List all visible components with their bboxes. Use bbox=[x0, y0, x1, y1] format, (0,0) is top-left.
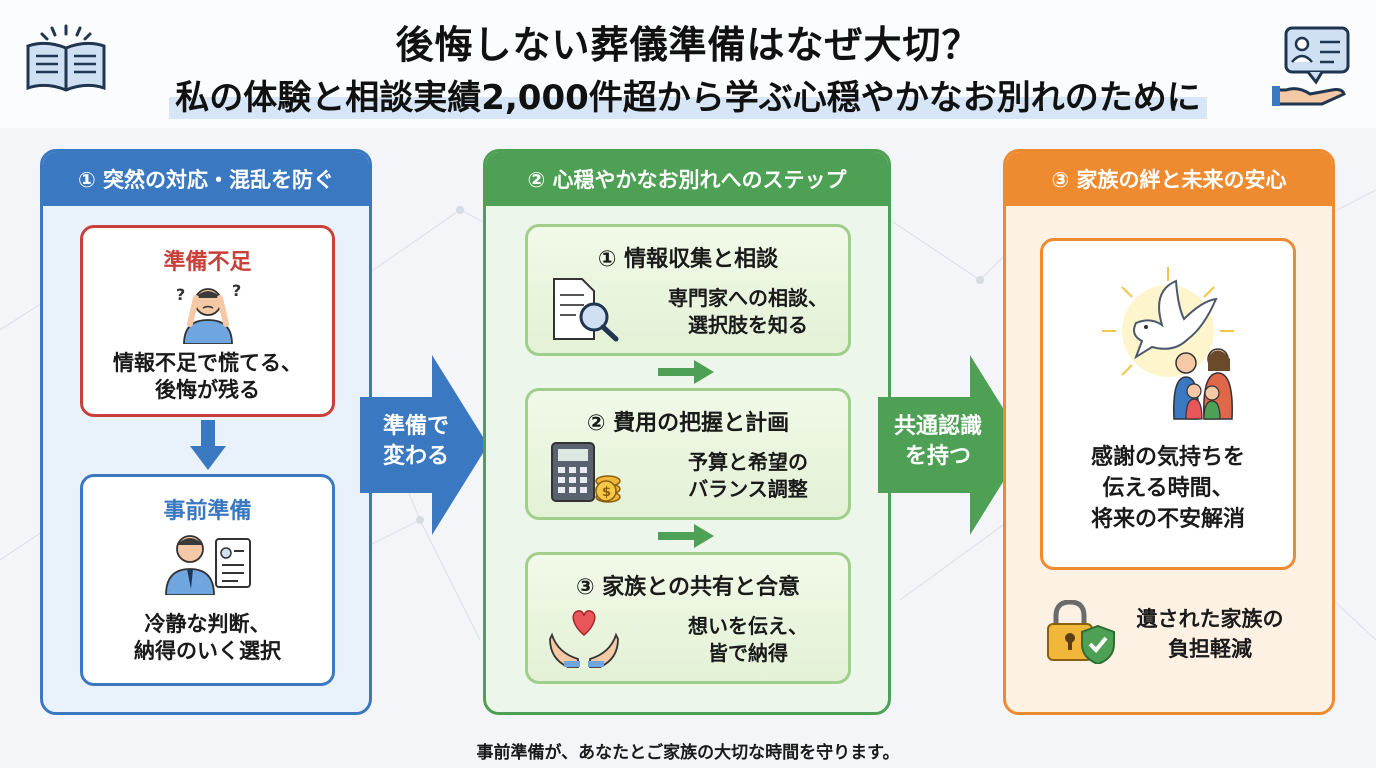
card-unprepared: 準備不足 ? ? 情報不足で慌てる、 後悔が残る bbox=[80, 225, 335, 417]
note-line: 遺された家族の bbox=[1136, 607, 1284, 631]
arrow-label-shared: 共通認識 を持つ bbox=[893, 414, 982, 469]
step-text-line: 皆で納得 bbox=[708, 641, 788, 665]
card-text-line: 後悔が残る bbox=[155, 378, 260, 403]
card-text-line: 伝える時間、 bbox=[1102, 475, 1234, 501]
step-card: ② 費用の把握と計画 $ 予算と希望の バランス調整 bbox=[525, 388, 851, 520]
step-text-line: 想いを伝え、 bbox=[688, 614, 808, 638]
card-text-line: 納得のいく選択 bbox=[134, 639, 281, 664]
step-text-line: 予算と希望の bbox=[688, 450, 808, 474]
step-text-line: バランス調整 bbox=[688, 477, 808, 501]
right-arrow-icon bbox=[658, 524, 714, 548]
svg-text:?: ? bbox=[232, 281, 241, 300]
page-title: 後悔しない葬儀準備はなぜ大切？ bbox=[395, 23, 981, 67]
document-magnifier-icon bbox=[553, 278, 619, 342]
svg-text:$: $ bbox=[602, 485, 611, 500]
panel-heading: ① 突然の対応・混乱を防ぐ bbox=[43, 152, 369, 206]
card-prepared: 事前準備 冷静な判断、 納得のいく選択 bbox=[80, 474, 335, 686]
svg-text:?: ? bbox=[176, 285, 185, 304]
advisor-with-document-icon bbox=[164, 535, 251, 595]
heart-hands-icon bbox=[549, 610, 619, 668]
right-arrow-icon bbox=[658, 360, 714, 384]
card-text-line: 情報不足で慌てる、 bbox=[113, 351, 302, 375]
card-title: 準備不足 bbox=[163, 250, 252, 275]
card-text-line: 感謝の気持ちを bbox=[1090, 445, 1245, 470]
step-title: ③ 家族との共有と合意 bbox=[575, 575, 801, 600]
card-text-line: 冷静な判断、 bbox=[144, 612, 271, 636]
bottom-note: 遺された家族の 負担軽減 bbox=[1120, 604, 1300, 665]
dove-family-icon bbox=[1102, 267, 1234, 420]
consultation-hand-icon bbox=[1272, 26, 1350, 106]
card-title: 事前準備 bbox=[163, 499, 252, 524]
arrow-label-prepare: 準備で 変わる bbox=[382, 414, 449, 469]
arrow-shared-understanding bbox=[878, 355, 1026, 535]
step-card: ③ 家族との共有と合意 想いを伝え、 皆で納得 bbox=[525, 552, 851, 684]
panel-heading: ② 心穏やかなお別れへのステップ bbox=[486, 152, 888, 206]
card-family-bond: 感謝の気持ちを 伝える時間、 将来の不安解消 bbox=[1040, 238, 1296, 570]
calculator-coins-icon: $ bbox=[551, 442, 621, 503]
footer-message: 事前準備が、あなたとご家族の大切な時間を守ります。 bbox=[476, 743, 900, 763]
card-text-line: 将来の不安解消 bbox=[1090, 506, 1245, 532]
note-line: 負担軽減 bbox=[1168, 637, 1252, 662]
lock-shield-icon bbox=[1047, 600, 1115, 664]
open-book-icon bbox=[26, 24, 106, 92]
page-subtitle: 私の体験と相談実績2,000件超から学ぶ心穏やかなお別れのために bbox=[169, 70, 1207, 119]
step-text-line: 専門家への相談、 bbox=[668, 286, 828, 310]
down-arrow-icon bbox=[190, 420, 226, 470]
confused-person-icon: ? ? bbox=[176, 281, 241, 344]
step-card: ① 情報収集と相談 専門家への相談、 選択肢を知る bbox=[525, 224, 851, 356]
arrow-prepare bbox=[360, 355, 488, 535]
panel-heading: ③ 家族の絆と未来の安心 bbox=[1006, 152, 1332, 206]
step-title: ② 費用の把握と計画 bbox=[586, 411, 790, 436]
step-title: ① 情報収集と相談 bbox=[597, 247, 779, 272]
step-text-line: 選択肢を知る bbox=[688, 313, 808, 337]
